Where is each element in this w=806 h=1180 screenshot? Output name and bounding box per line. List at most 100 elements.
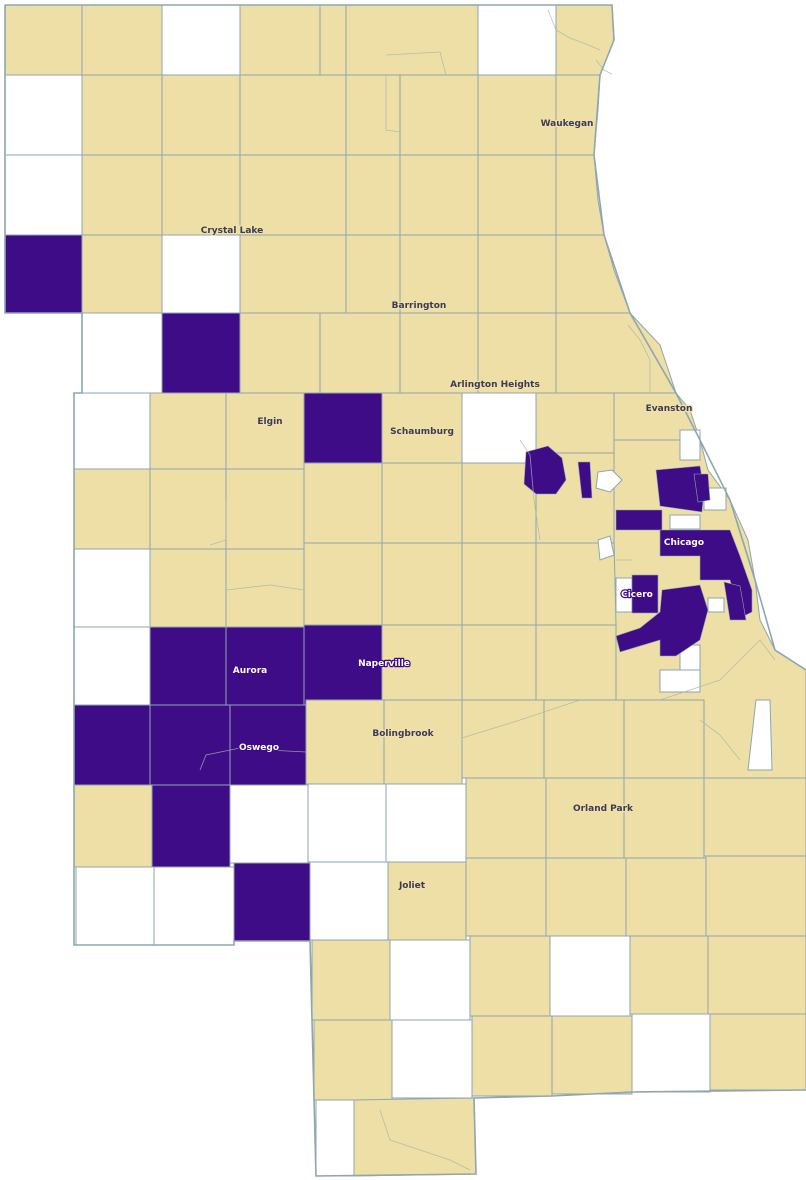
township-tile[interactable] [305,699,385,785]
township-tile[interactable] [613,392,701,441]
township-tile[interactable] [149,626,227,706]
township-tile[interactable] [461,542,537,626]
township-tile[interactable] [4,74,83,156]
township-tile[interactable] [707,597,725,613]
township-tile[interactable] [465,857,547,937]
township-tile[interactable] [723,581,747,621]
township-tile[interactable] [555,234,631,314]
township-tile[interactable] [709,1013,806,1091]
township-tile[interactable] [303,624,383,706]
township-tile[interactable] [461,699,545,779]
township-tile[interactable] [477,154,557,236]
township-tile[interactable] [233,862,311,942]
township-tile[interactable] [149,392,227,470]
township-tile[interactable] [669,514,701,530]
township-tile[interactable] [631,574,659,614]
township-tile[interactable] [551,1015,633,1095]
township-tile[interactable] [625,857,707,937]
township-tile[interactable] [703,777,806,857]
township-tile[interactable] [345,4,479,76]
township-tile[interactable] [477,234,557,314]
township-tile[interactable] [615,509,663,531]
township-tile[interactable] [319,4,347,76]
township-tile[interactable] [229,784,309,864]
township-tile[interactable] [707,935,806,1015]
township-tile[interactable] [705,855,806,937]
township-tile[interactable] [73,784,153,868]
township-tile[interactable] [149,468,227,550]
township-tile[interactable] [81,74,163,156]
township-tile[interactable] [623,699,705,779]
township-tile[interactable] [239,312,321,394]
township-tile[interactable] [161,234,241,314]
township-tile[interactable] [461,462,537,544]
township-tile[interactable] [471,1015,553,1097]
township-tile[interactable] [389,939,471,1021]
township-tile[interactable] [747,699,773,771]
township-tile[interactable] [81,234,163,314]
township-tile[interactable] [81,154,163,236]
township-tile[interactable] [309,861,389,941]
township-tile[interactable] [303,462,383,544]
township-tile[interactable] [73,392,151,470]
township-tile[interactable] [545,857,627,937]
township-tile[interactable] [345,154,401,236]
township-tile[interactable] [555,4,615,76]
township-tile[interactable] [161,4,241,76]
township-tile[interactable] [461,624,537,701]
township-tile[interactable] [477,4,557,76]
township-tile[interactable] [149,548,227,628]
township-tile[interactable] [477,312,557,394]
township-tile[interactable] [381,462,463,544]
township-tile[interactable] [303,392,383,464]
township-tile[interactable] [399,312,479,394]
township-tile[interactable] [399,74,479,156]
township-tile[interactable] [81,4,163,76]
township-tile[interactable] [75,866,155,946]
township-tile[interactable] [545,777,625,859]
township-tile[interactable] [311,939,391,1021]
township-tile[interactable] [239,234,347,314]
township-tile[interactable] [353,1097,477,1177]
township-tile[interactable] [535,624,617,701]
township-tile[interactable] [161,154,241,236]
township-tile[interactable] [383,699,463,785]
township-tile[interactable] [615,584,709,657]
township-tile[interactable] [555,154,605,236]
township-tile[interactable] [465,777,547,859]
township-tile[interactable] [399,234,479,314]
township-tile[interactable] [555,312,677,394]
township-tile[interactable] [385,783,467,863]
township-tile[interactable] [549,935,631,1017]
township-tile[interactable] [307,783,387,863]
township-tile[interactable] [543,699,625,779]
township-tile[interactable] [659,669,701,693]
township-tile[interactable] [73,626,151,706]
township-tile[interactable] [239,154,347,236]
township-tile[interactable] [319,312,401,394]
township-tile[interactable] [555,74,601,156]
township-tile[interactable] [345,234,401,314]
township-tile[interactable] [535,392,615,454]
township-tile[interactable] [523,445,567,495]
township-tile[interactable] [387,861,467,941]
township-tile[interactable] [679,429,701,461]
township-tile[interactable] [629,935,709,1015]
township-tile[interactable] [73,548,151,628]
township-tile[interactable] [153,866,235,946]
township-tile[interactable] [239,74,347,156]
township-tile[interactable] [399,154,479,236]
township-tile[interactable] [597,535,615,561]
township-tile[interactable] [381,392,463,464]
township-tile[interactable] [161,74,241,156]
township-tile[interactable] [4,154,83,236]
township-tile[interactable] [345,74,401,156]
township-tile[interactable] [303,542,383,626]
township-tile[interactable] [391,1019,473,1099]
township-tile[interactable] [313,1019,393,1101]
township-tile[interactable] [151,784,231,868]
township-tile[interactable] [81,312,163,394]
township-tile[interactable] [161,312,241,394]
township-tile[interactable] [693,473,711,503]
township-tile[interactable] [149,704,231,786]
